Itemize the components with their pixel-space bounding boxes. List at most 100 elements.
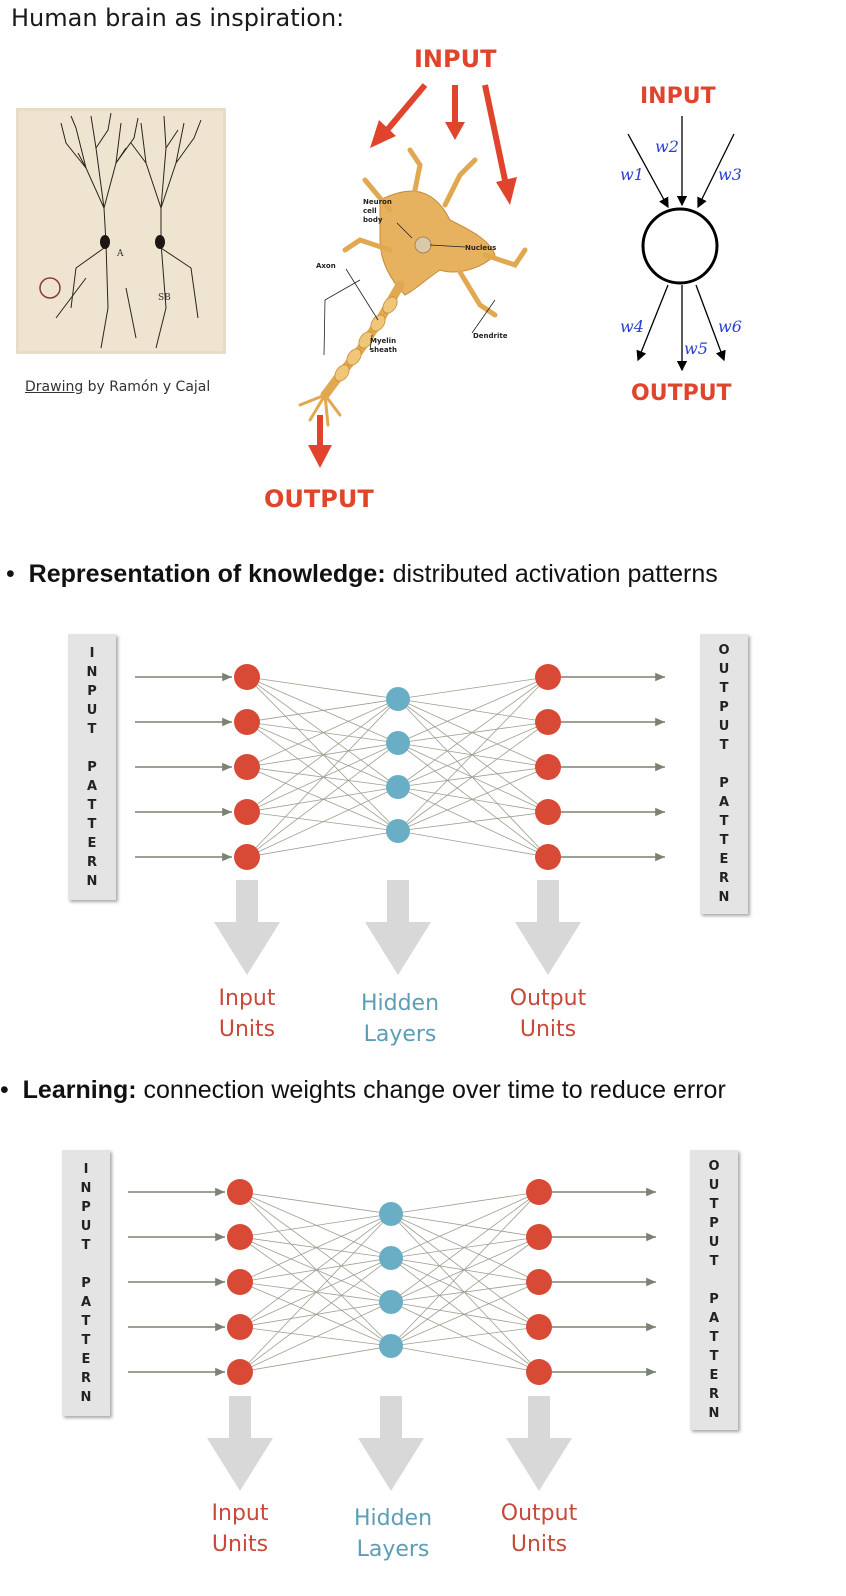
page-title: Human brain as inspiration: xyxy=(11,4,345,32)
input-unit xyxy=(234,799,260,825)
hidden-unit xyxy=(386,687,410,711)
connection xyxy=(246,676,399,832)
output-unit xyxy=(535,799,561,825)
hidden-layers-arrow xyxy=(358,1396,424,1491)
connection xyxy=(239,1236,392,1259)
bullet-representation-text: distributed activation patterns xyxy=(385,560,718,588)
hidden-unit xyxy=(379,1246,403,1270)
output-unit xyxy=(535,709,561,735)
bullet-learning-bold: Learning: xyxy=(22,1076,137,1104)
connection xyxy=(397,786,549,813)
connection xyxy=(390,1213,540,1373)
connection xyxy=(239,1191,392,1259)
bullet-dot: • xyxy=(0,1076,23,1104)
network-graph-1 xyxy=(135,664,665,975)
hidden-unit xyxy=(386,731,410,755)
connection xyxy=(239,1257,392,1283)
weight-w5: w5 xyxy=(684,339,708,358)
connection xyxy=(397,698,549,858)
neuron-illustration: Neuron cell body Nucleus Axon Dendrite M… xyxy=(298,83,528,468)
connection xyxy=(239,1257,392,1373)
connection xyxy=(246,830,399,858)
hidden-unit xyxy=(379,1290,403,1314)
connection xyxy=(246,676,399,700)
connection xyxy=(239,1326,392,1347)
connection xyxy=(390,1236,540,1347)
connection xyxy=(239,1281,392,1347)
weight-w1: w1 xyxy=(620,165,644,184)
connection xyxy=(390,1213,540,1238)
connection xyxy=(239,1213,392,1328)
connection xyxy=(397,676,549,744)
label-axon: Axon xyxy=(316,262,336,270)
connection xyxy=(397,742,549,813)
input-unit xyxy=(227,1359,253,1385)
output-unit xyxy=(535,754,561,780)
connection xyxy=(246,721,399,788)
bullet-dot: • xyxy=(6,560,29,588)
perceptron-input-label: INPUT xyxy=(640,84,716,109)
connection xyxy=(397,698,549,813)
connection xyxy=(397,811,549,832)
weight-w2: w2 xyxy=(655,137,679,156)
connection xyxy=(246,698,399,813)
connection xyxy=(246,811,399,832)
connection xyxy=(246,742,399,768)
hidden-unit xyxy=(386,819,410,843)
input-unit xyxy=(234,709,260,735)
connection xyxy=(239,1301,392,1373)
connection xyxy=(390,1191,540,1215)
connection xyxy=(239,1191,392,1215)
perceptron-diagram: w1 w2 w3 w4 w5 w6 xyxy=(620,116,742,372)
connection xyxy=(246,766,399,832)
connection xyxy=(397,742,549,858)
connection xyxy=(246,721,399,832)
connection xyxy=(246,766,399,788)
label-myelin-2: sheath xyxy=(370,346,397,354)
label-cell-body-2: cell xyxy=(363,207,377,215)
connection xyxy=(390,1281,540,1347)
connection xyxy=(390,1301,540,1328)
neuron-input-label: INPUT xyxy=(414,45,497,73)
connection xyxy=(390,1257,540,1328)
output-units-arrow xyxy=(515,880,581,975)
drawing-caption-link[interactable]: Drawing xyxy=(25,379,84,395)
label-dendrite: Dendrite xyxy=(473,332,508,340)
output-unit xyxy=(526,1269,552,1295)
drawing-caption: Drawing by Ramón y Cajal xyxy=(25,379,210,395)
connection xyxy=(397,676,549,788)
output-unit xyxy=(535,664,561,690)
connection xyxy=(239,1281,392,1303)
connection xyxy=(397,786,549,858)
connection xyxy=(239,1345,392,1373)
label-myelin-1: Myelin xyxy=(370,337,396,345)
label-cell-body-1: Neuron xyxy=(363,198,392,206)
connection xyxy=(246,698,399,723)
output-units-arrow xyxy=(506,1396,572,1491)
hidden-unit xyxy=(379,1202,403,1226)
connection xyxy=(390,1191,540,1347)
bullet-learning-text: connection weights change over time to r… xyxy=(136,1076,726,1104)
connection xyxy=(397,721,549,832)
input-units-arrow xyxy=(214,880,280,975)
weight-w3: w3 xyxy=(718,165,742,184)
connection xyxy=(246,698,399,858)
output-unit xyxy=(526,1314,552,1340)
perceptron-output-label: OUTPUT xyxy=(631,381,732,406)
output-unit xyxy=(535,844,561,870)
input-unit xyxy=(227,1269,253,1295)
connection xyxy=(246,742,399,858)
connection xyxy=(390,1213,540,1283)
connection xyxy=(246,786,399,858)
input-unit xyxy=(234,664,260,690)
connection xyxy=(246,721,399,744)
output-unit xyxy=(526,1179,552,1205)
